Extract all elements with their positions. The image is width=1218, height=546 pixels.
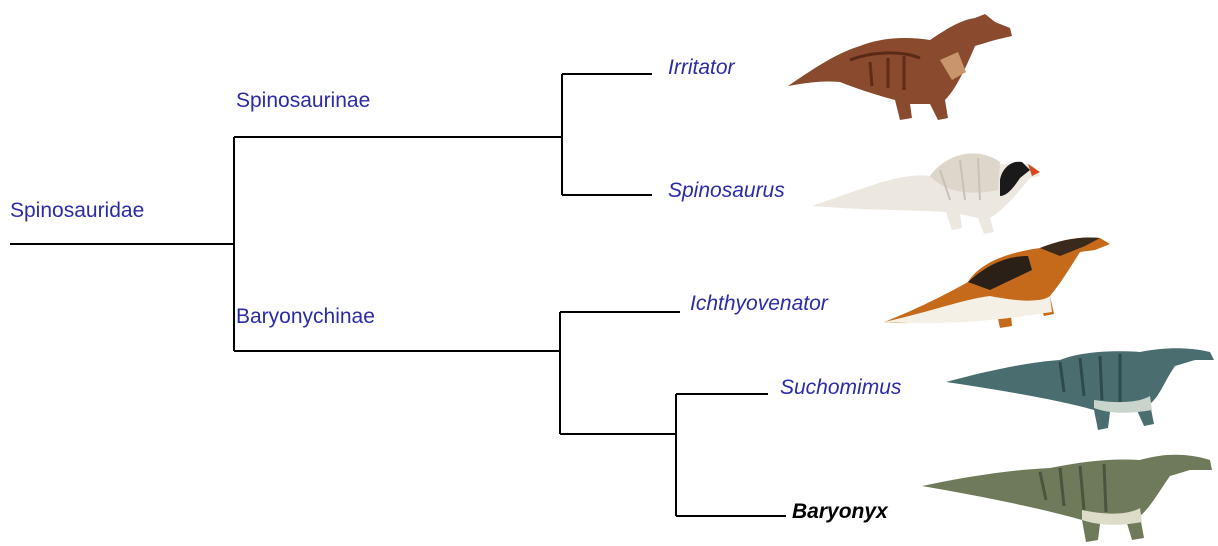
baryonyx-illustration	[922, 455, 1212, 542]
ichthyovenator-illustration	[884, 237, 1110, 328]
ichthyovenator-label: Ichthyovenator	[690, 292, 828, 316]
tree-branches	[10, 74, 786, 516]
spinosauridae-label: Spinosauridae	[10, 199, 144, 223]
baryonyx-label: Baryonyx	[792, 500, 888, 524]
suchomimus-label: Suchomimus	[780, 376, 901, 400]
irritator-illustration	[788, 14, 1012, 120]
spinosaurinae-label: Spinosaurinae	[236, 89, 370, 113]
suchomimus-illustration	[946, 348, 1214, 430]
spinosaurus-illustration	[812, 153, 1040, 234]
spinosaurus-label: Spinosaurus	[668, 179, 785, 203]
baryonychinae-label: Baryonychinae	[236, 305, 375, 329]
irritator-label: Irritator	[668, 56, 735, 80]
